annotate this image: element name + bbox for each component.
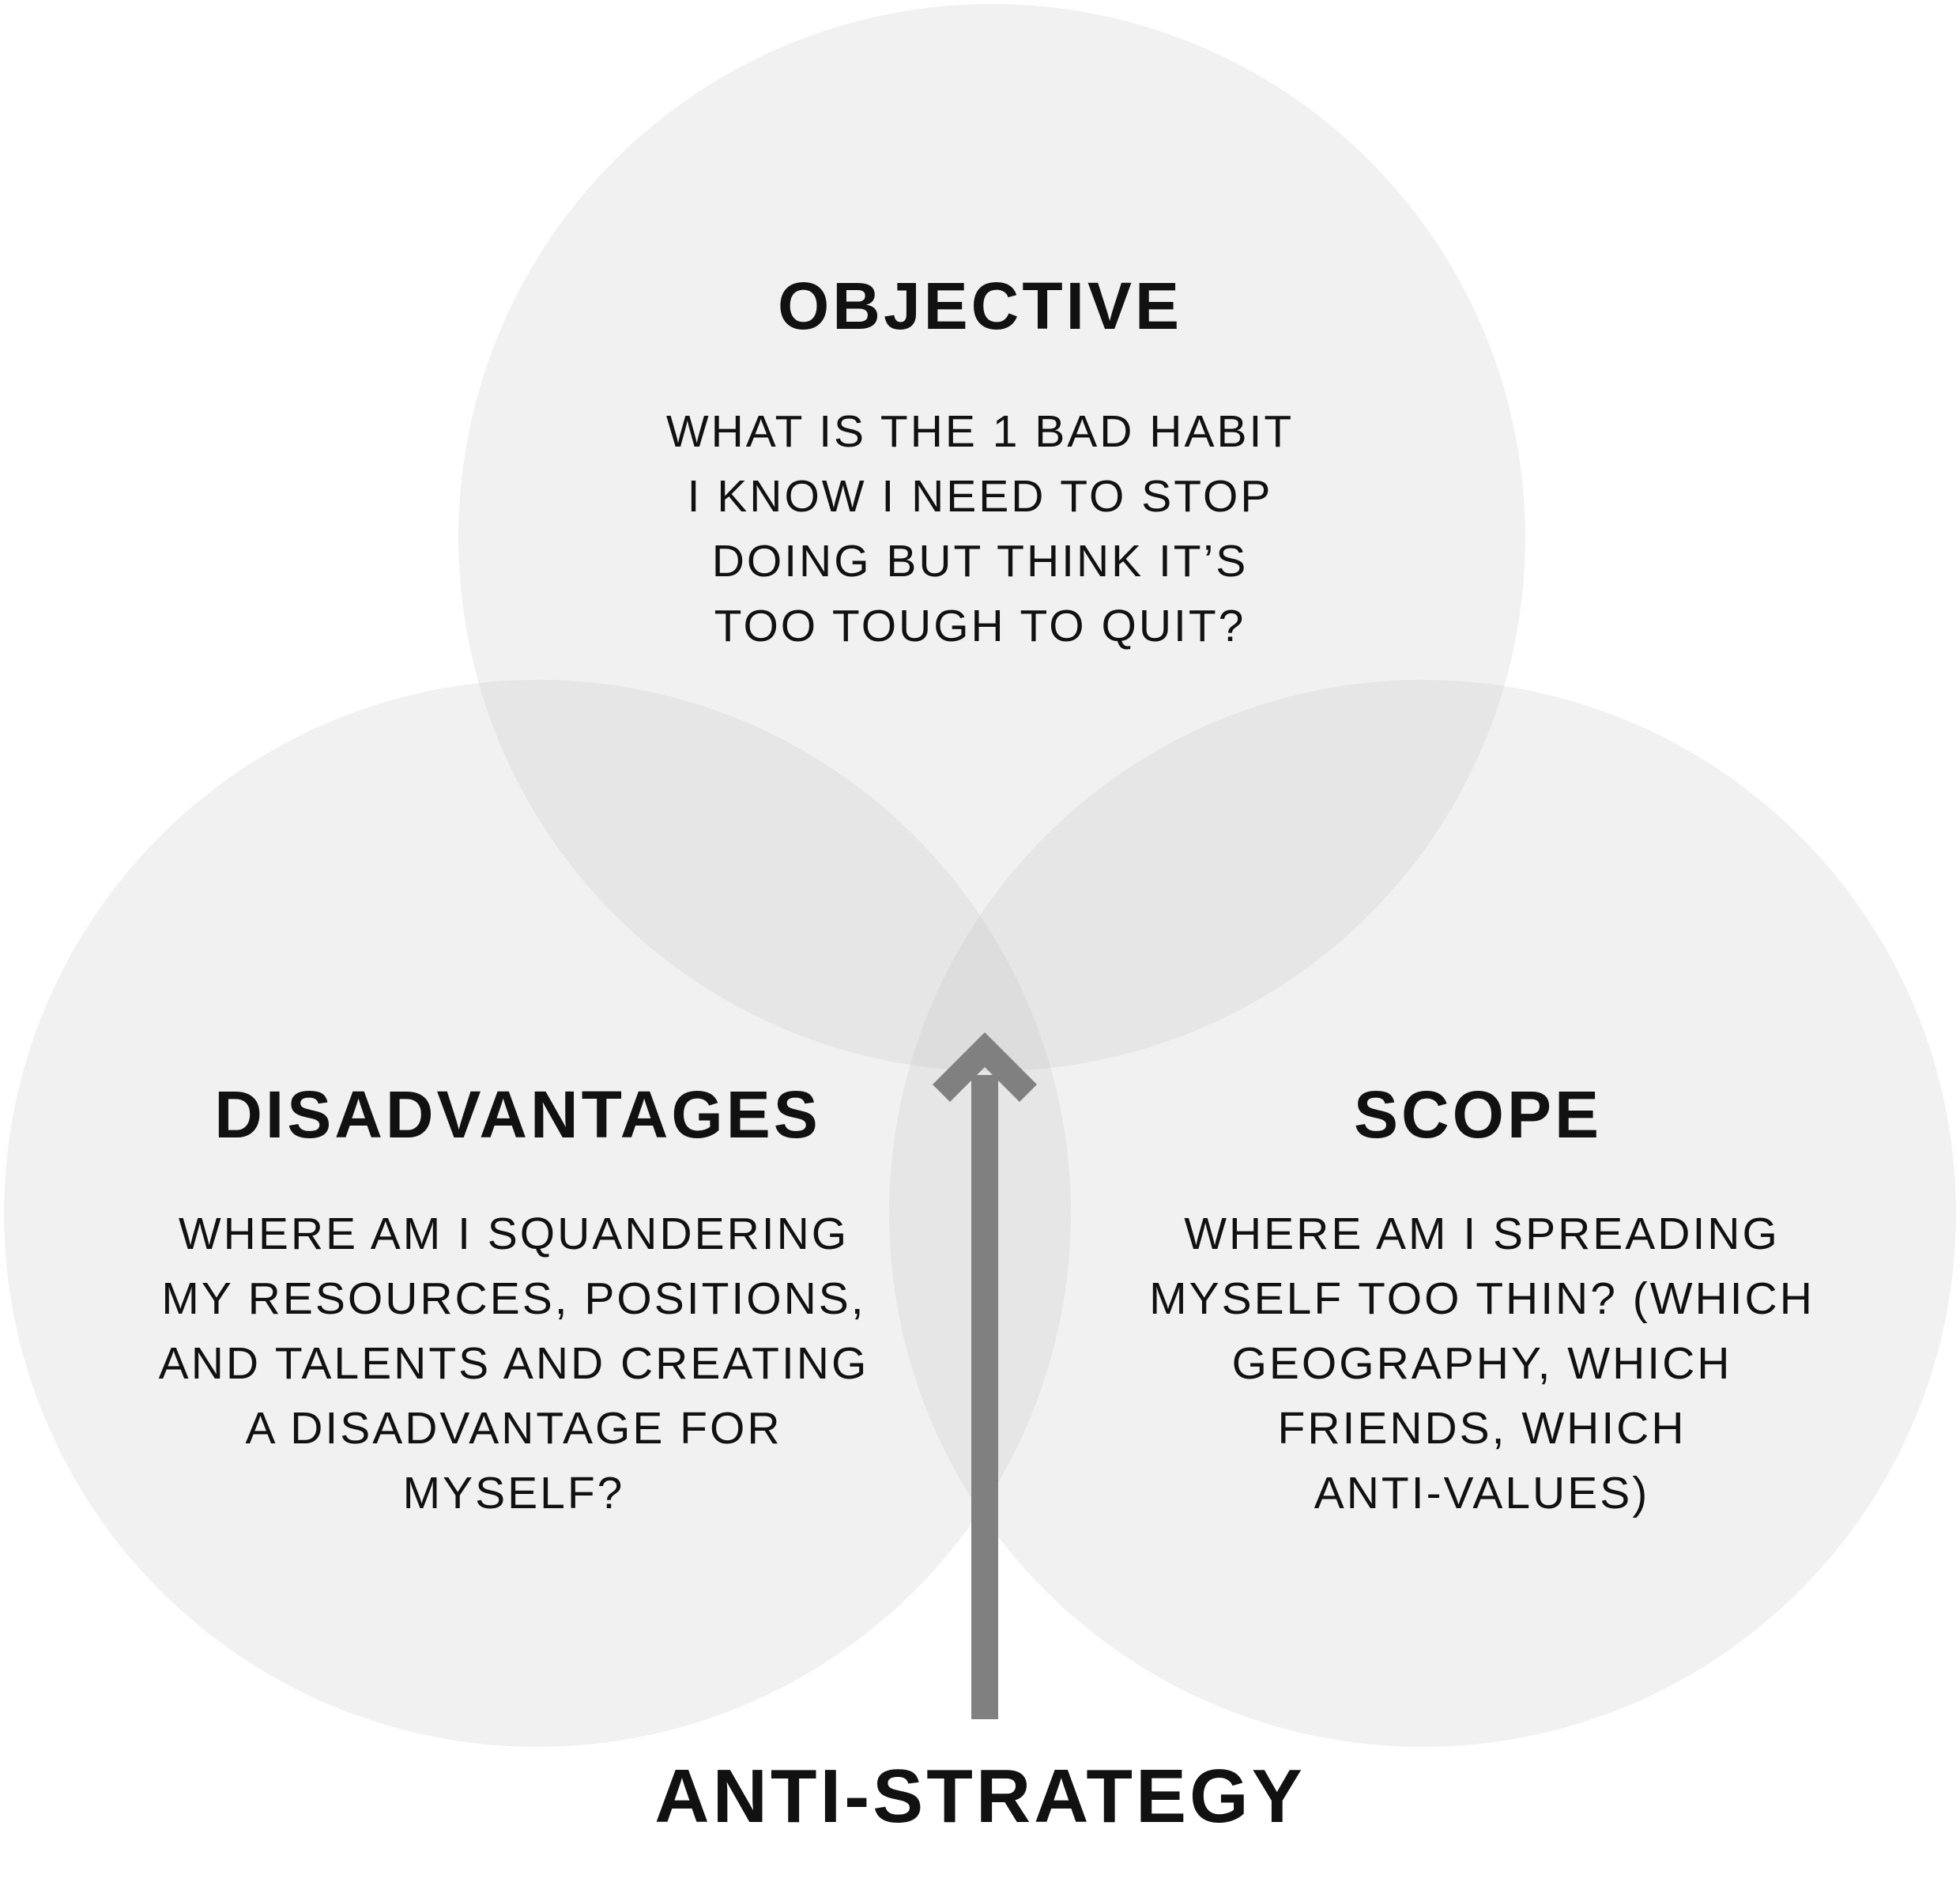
objective-line: TOO TOUGH TO QUIT? [714, 601, 1246, 651]
anti-strategy-label: ANTI-STRATEGY [654, 1754, 1306, 1839]
objective-line: WHAT IS THE 1 BAD HABIT [665, 406, 1295, 457]
disadvantages-circle [4, 680, 1071, 1747]
disadvantages-line: AND TALENTS AND CREATING [158, 1338, 869, 1389]
arrow-head [933, 1032, 1037, 1102]
disadvantages-description: WHERE AM I SQUANDERING MY RESOURCES, POS… [119, 1201, 909, 1526]
objective-circle [458, 4, 1525, 1071]
objective-title: OBJECTIVE [777, 269, 1183, 343]
disadvantages-line: A DISADVANTAGE FOR [245, 1403, 782, 1454]
disadvantages-title: DISADVANTAGES [214, 1077, 821, 1152]
scope-line: WHERE AM I SPREADING [1184, 1209, 1780, 1259]
arrow-up-icon [933, 1032, 1037, 1719]
objective-line: DOING BUT THINK IT’S [711, 536, 1249, 587]
scope-title: SCOPE [1353, 1077, 1603, 1152]
disadvantages-line: MYSELF? [402, 1468, 625, 1518]
scope-line: GEOGRAPHY, WHICH [1231, 1338, 1732, 1389]
objective-line: I KNOW I NEED TO STOP [687, 471, 1273, 522]
arrow-shaft [971, 1075, 998, 1719]
scope-line: MYSELF TOO THIN? (WHICH [1149, 1273, 1815, 1324]
scope-line: ANTI-VALUES) [1314, 1468, 1650, 1518]
objective-description: WHAT IS THE 1 BAD HABIT I KNOW I NEED TO… [585, 399, 1375, 658]
disadvantages-line: WHERE AM I SQUANDERING [178, 1209, 850, 1259]
scope-circle [889, 680, 1956, 1747]
scope-line: FRIENDS, WHICH [1277, 1403, 1687, 1454]
scope-description: WHERE AM I SPREADING MYSELF TOO THIN? (W… [1091, 1201, 1873, 1526]
disadvantages-line: MY RESOURCES, POSITIONS, [161, 1273, 866, 1324]
